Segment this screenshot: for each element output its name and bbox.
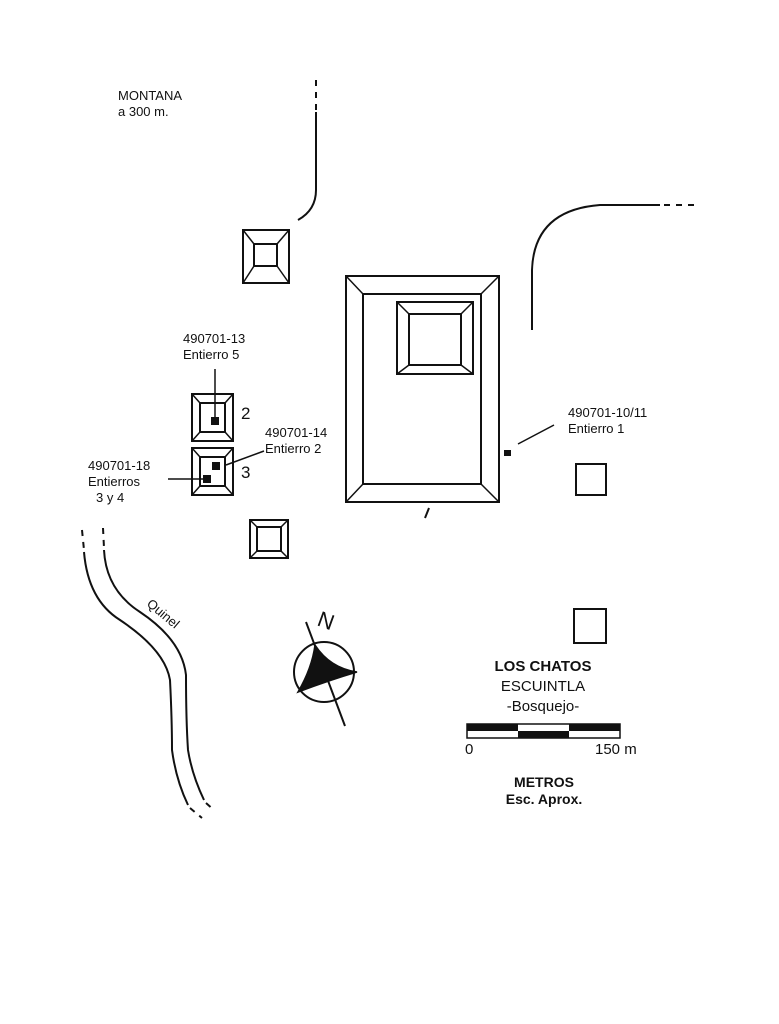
platform-pyramid [396,301,474,375]
burial-marker [203,475,211,483]
mound-east [575,463,607,496]
river-label: Quinel [144,596,183,632]
mound-northwest [242,229,290,284]
leader-line [517,424,555,445]
map-subtitle: ESCUINTLA [501,678,585,695]
burial-code: 490701-18 [88,458,150,473]
burial-label: Entierro 5 [183,347,239,362]
mound-3 [191,447,234,496]
north-arrow-icon [293,621,358,727]
burial-marker [211,417,219,425]
mound-southeast [573,608,607,644]
mound-2-number: 2 [241,404,250,423]
path-northeast [531,204,700,330]
mountain-label-line2: a 300 m. [118,104,169,119]
mound-south [249,519,289,559]
river-quinel [81,527,215,819]
mountain-label-line1: MONTANA [118,88,182,103]
map-title: LOS CHATOS [495,658,592,675]
burial-marker [212,462,220,470]
burial-label: Entierro 1 [568,421,624,436]
map-note: -Bosquejo- [507,698,580,715]
burial-marker [504,450,511,456]
scale-note: Esc. Aprox. [506,791,583,807]
burial-code: 490701-13 [183,331,245,346]
burial-label: Entierros [88,474,141,489]
platform-tick [424,507,430,519]
scale-bar [466,723,621,739]
burial-code: 490701-10/11 [568,405,647,420]
scale-start-label: 0 [465,741,473,758]
main-platform [345,275,500,503]
burial-code: 490701-14 [265,425,327,440]
mound-3-number: 3 [241,463,250,482]
leader-line [225,450,265,466]
north-label: N [314,606,337,635]
scale-end-label: 150 m [595,741,637,758]
scale-units: METROS [514,774,574,790]
path-north [297,80,317,221]
burial-label: Entierro 2 [265,441,321,456]
burial-label: 3 y 4 [96,490,124,505]
mound-2 [191,393,234,442]
